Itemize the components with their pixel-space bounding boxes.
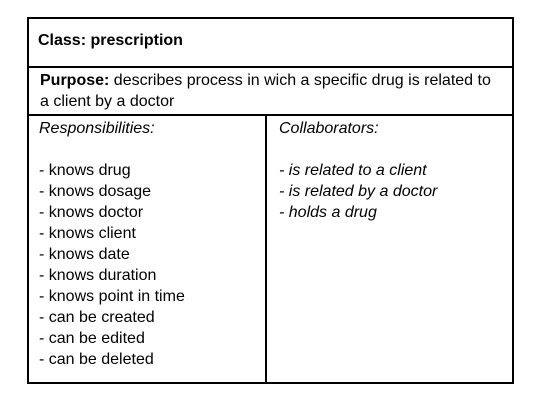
responsibilities-column: Responsibilities: - knows drug - knows d…	[29, 116, 267, 382]
responsibility-item: - knows doctor	[39, 204, 144, 221]
responsibility-item: - knows drug	[39, 162, 131, 179]
class-name-row: Class: prescription	[29, 19, 512, 68]
collaborators-list: - is related to a client - is related by…	[279, 160, 512, 223]
responsibilities-heading: Responsibilities:	[39, 120, 155, 137]
class-name: Class: prescription	[38, 32, 183, 49]
purpose-label: Purpose:	[40, 72, 110, 89]
responsibility-item: - can be deleted	[39, 351, 154, 368]
collaborator-item: - is related to a client	[279, 162, 427, 179]
responsibility-item: - knows dosage	[39, 183, 152, 200]
responsibility-item: - knows date	[39, 246, 130, 263]
responsibility-item: - knows client	[39, 225, 136, 242]
responsibilities-list: - knows drug - knows dosage - knows doct…	[39, 160, 265, 370]
collaborator-item: - holds a drug	[279, 204, 377, 221]
collaborators-heading: Collaborators:	[279, 120, 379, 137]
purpose-row: Purpose: describes process in wich a spe…	[29, 68, 512, 116]
responsibility-item: - can be created	[39, 309, 155, 326]
purpose-text: describes process in wich a specific dru…	[40, 72, 491, 110]
collaborator-item: - is related by a doctor	[279, 183, 438, 200]
crc-card: Class: prescription Purpose: describes p…	[27, 17, 514, 384]
responsibility-item: - knows point in time	[39, 288, 185, 305]
collaborators-column: Collaborators: - is related to a client …	[267, 116, 512, 382]
responsibility-item: - can be edited	[39, 330, 145, 347]
responsibility-item: - knows duration	[39, 267, 157, 284]
